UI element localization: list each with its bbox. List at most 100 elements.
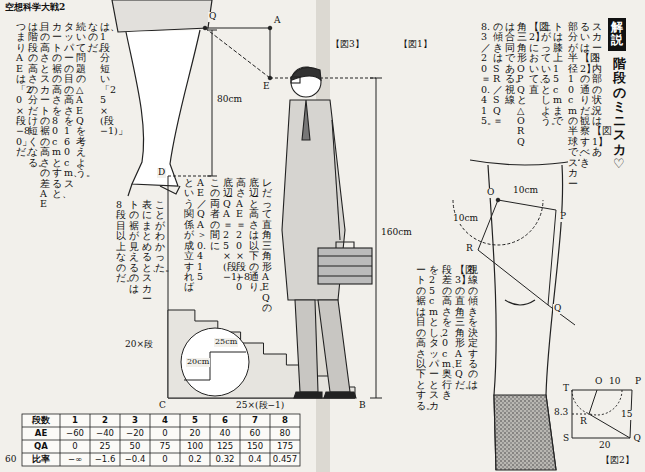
table-cell: 0 <box>151 428 179 439</box>
sightline-geometry <box>168 176 212 177</box>
table-cell: 150 <box>241 441 269 452</box>
figure-label: 10cm <box>512 186 539 196</box>
figure-label: 【図3】 <box>330 40 365 50</box>
table-grid <box>22 414 300 466</box>
hemisphere-geometry <box>453 200 543 245</box>
sightline-geometry <box>212 30 213 176</box>
table-cell: 0.2 <box>181 454 209 465</box>
table-cell: 3 <box>121 415 149 426</box>
figure-label: P <box>559 212 567 222</box>
table-grid <box>60 414 61 466</box>
body-text-column: は、1段分短い「25×(段−1)」 <box>100 22 110 137</box>
body-text-column: つまりAEは「20×段−80」だ。 <box>16 22 26 158</box>
body-text-column: 【図3】の直角三角形AEQだ。 <box>455 265 465 390</box>
table-cell: 7 <box>241 415 269 426</box>
table-grid <box>22 453 300 454</box>
heading-box: 解説 <box>608 18 626 51</box>
body-text-column: 続いて、問題の△AEQを考えよう。 <box>76 22 86 179</box>
small-geometry <box>589 390 597 414</box>
step-inset <box>181 328 249 396</box>
man-figure <box>282 67 372 398</box>
table-grid <box>22 427 300 428</box>
hemisphere-geometry <box>498 200 556 210</box>
body-text-column: 表にまとめると、スカー <box>142 200 152 304</box>
figure-label: 160cm <box>380 228 413 238</box>
figure-label: O <box>594 377 603 387</box>
figure-label: 10cm <box>452 214 479 224</box>
man-figure <box>294 392 356 398</box>
table-cell: 25 <box>91 441 119 452</box>
table-cell: 75 <box>151 441 179 452</box>
figure-label: 20 <box>598 441 611 451</box>
table-grid <box>150 414 151 466</box>
table-cell: 0 <box>61 441 89 452</box>
man-figure <box>291 67 321 80</box>
figure-label: 25×(段−1) <box>235 401 285 411</box>
figure-label: C <box>158 401 167 411</box>
man-figure <box>318 242 372 276</box>
small-geometry <box>572 414 589 415</box>
body-text-column: るいは【図2】の通りだ。観察すべき <box>580 22 590 168</box>
small-geometry <box>572 390 622 415</box>
table-cell: 0.457 <box>271 454 299 465</box>
table-cell: 6 <box>211 415 239 426</box>
body-text-column: という関係が成立すれば <box>184 178 194 293</box>
table-cell: 175 <box>271 441 299 452</box>
table-cell: 125 <box>211 441 239 452</box>
figure-label: 【図1】 <box>398 40 433 50</box>
man-figure <box>295 300 318 392</box>
table-grid <box>240 414 241 466</box>
body-text-column: 底辺 QA＝25×(段−1) <box>223 178 233 282</box>
table-cell: 段数 <box>23 415 59 426</box>
table-grid <box>180 414 181 466</box>
body-text-column: を25cmとし、タッパーとスカ <box>429 265 439 411</box>
body-text-column: スカート内部の状況は【図1】あ <box>592 22 602 158</box>
table-cell: −40 <box>91 428 119 439</box>
sightline-geometry <box>168 26 382 398</box>
figure-label: A <box>273 16 282 26</box>
body-text-column: は合同である。視線 <box>505 22 515 106</box>
table-cell: AE <box>23 428 59 439</box>
table-cell: −∞ <box>61 454 89 465</box>
body-text-column: 視線の傾きを決定するのは <box>468 265 478 390</box>
sightline-geometry <box>370 398 382 399</box>
body-text-column: は、階段の高さの分だけ短くなる。 <box>28 22 38 168</box>
figure-label: P <box>634 377 642 387</box>
figure-label: Q <box>553 304 562 314</box>
table-cell: 1 <box>61 415 89 426</box>
hemisphere-geometry <box>548 210 556 305</box>
body-text-column: ことがわかった。 <box>155 200 165 273</box>
body-text-column: の傾きはSR／SQ＝ <box>493 22 503 126</box>
table-cell: 5 <box>181 415 209 426</box>
sightline-geometry <box>205 28 270 78</box>
table-cell: 0.32 <box>211 454 239 465</box>
table-cell: 8 <box>271 415 299 426</box>
lady-leg <box>128 184 180 196</box>
lady-leg <box>112 0 212 32</box>
table-cell: 40 <box>211 428 239 439</box>
body-text-column: レだって直角三角形AEQの <box>262 178 272 314</box>
figure-label: 80cm <box>216 95 243 105</box>
body-text-column: 8.3／20＝0.415。 <box>481 22 491 126</box>
table-cell: QA <box>23 441 59 452</box>
man-figure <box>291 77 300 83</box>
skirt-leg <box>494 395 556 470</box>
step-inset <box>181 328 249 396</box>
table-grid <box>120 414 121 466</box>
man-figure <box>332 120 340 240</box>
skirt-leg <box>470 160 580 470</box>
table-cell: 0.4 <box>241 454 269 465</box>
body-text-column: なのだ。 <box>88 22 98 53</box>
body-text-column: タッパーの目の高さを160cm、ス <box>64 22 74 189</box>
sightline-geometry <box>205 28 270 29</box>
figure-label: 8.3 <box>553 408 569 418</box>
sightline-geometry <box>270 78 376 79</box>
heading-text: 解説 <box>611 21 623 47</box>
sightline-geometry <box>370 78 382 79</box>
table-grid <box>22 440 300 441</box>
hemisphere-geometry <box>496 198 500 202</box>
body-text-column: 目の高さとスカートの裾の高さの差AE <box>40 22 50 210</box>
article-title: 階段のミニスカ♡ <box>613 57 626 171</box>
table-cell: 4 <box>151 415 179 426</box>
